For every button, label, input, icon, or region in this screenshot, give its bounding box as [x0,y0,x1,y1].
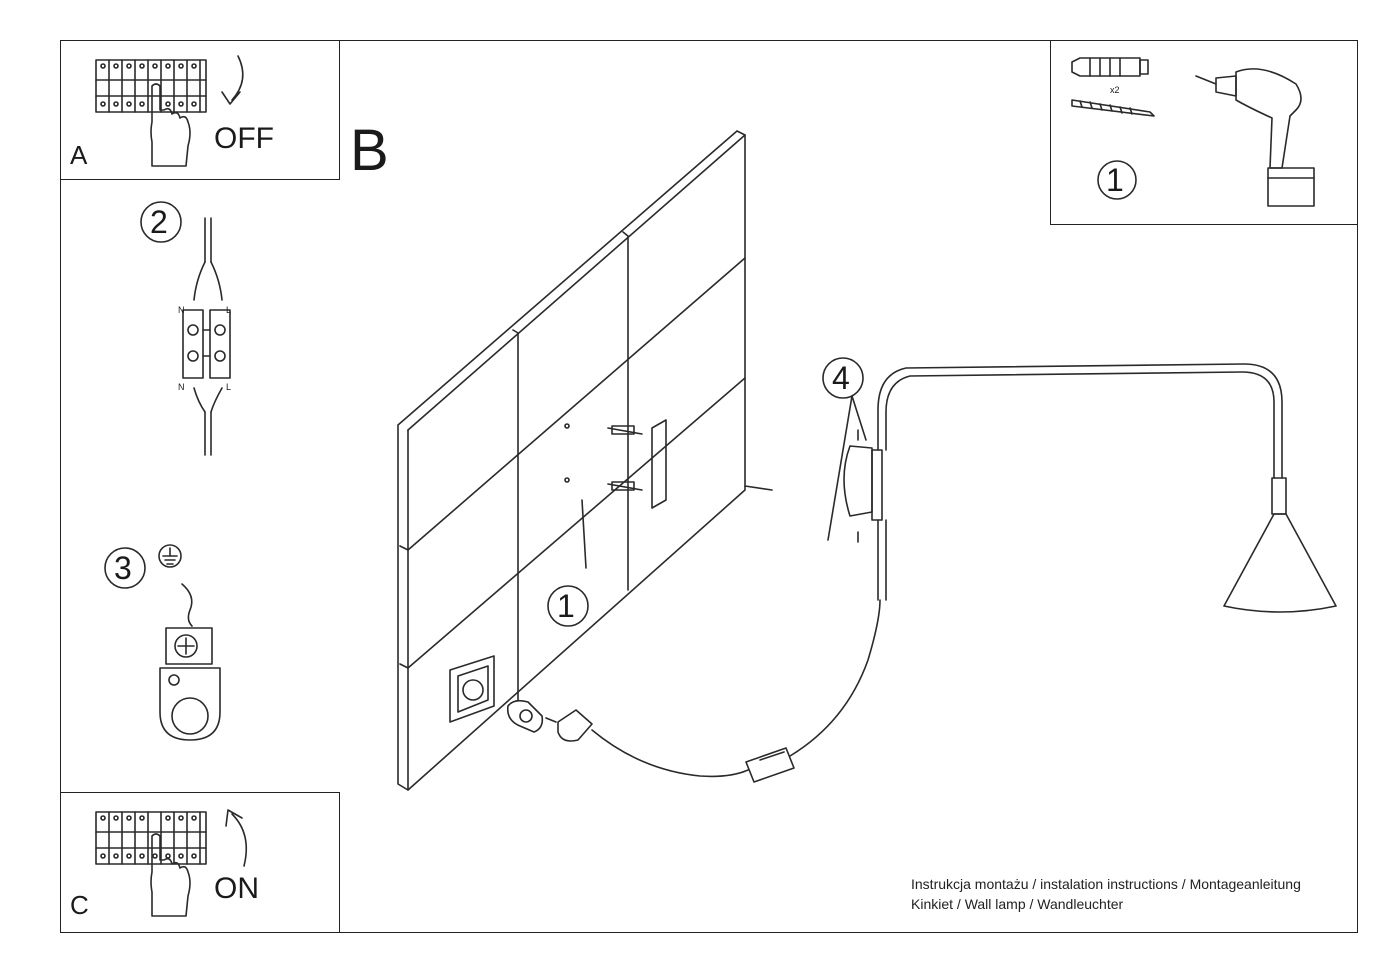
wire-label-n-bottom: N [178,382,185,392]
step-4-number: 4 [832,360,850,396]
step-1-wall-number: 1 [557,588,575,624]
anchor-quantity: x2 [1110,85,1120,95]
section-b-label: B [350,118,389,183]
ground-terminal-icon [159,627,221,741]
footer-instructions-title: Instrukcja montażu / instalation instruc… [911,876,1301,892]
step-1-tools-circle [1097,160,1137,200]
breaker-panel-on-icon [95,811,207,865]
wall-lamp-icon [827,363,1337,613]
screw-icon [1071,99,1155,117]
terminal-block-icon [182,217,231,456]
panel-c-label: C [70,890,89,920]
wire-label-l-top: L [226,305,232,315]
hand-on-icon [150,833,191,917]
step-2-circle [140,201,182,243]
wall-anchor-icon [1071,57,1149,77]
cord-switch-icon [745,747,795,783]
step-3-number: 3 [114,550,132,586]
step-1-tools-number: 1 [1106,162,1124,198]
panel-tools [1050,40,1358,225]
footer-product-name: Kinkiet / Wall lamp / Wandleuchter [911,896,1124,912]
wire-label-n-top: N [178,305,185,315]
breaker-panel-off-icon [95,59,207,113]
ground-symbol-icon [158,544,182,568]
step-2-number: 2 [150,204,168,240]
arrow-down-icon [221,55,244,105]
ground-wire-icon [181,583,193,627]
step-3-circle [104,547,146,589]
power-off-label: OFF [214,122,274,155]
plug-icon [506,699,593,742]
wire-label-l-bottom: L [226,382,232,392]
wall-socket-icon [449,655,495,723]
panel-a-label: A [70,140,88,170]
power-cable-icon [591,599,881,778]
power-on-label: ON [214,872,259,905]
step-1-wall-circle [547,585,589,627]
arrow-up-icon [225,809,248,867]
wall-panel-icon [397,130,773,791]
hand-off-icon [150,83,191,167]
drill-icon [1195,68,1315,207]
step-4-circle [822,357,864,399]
wall-plugs-icon [564,419,667,569]
